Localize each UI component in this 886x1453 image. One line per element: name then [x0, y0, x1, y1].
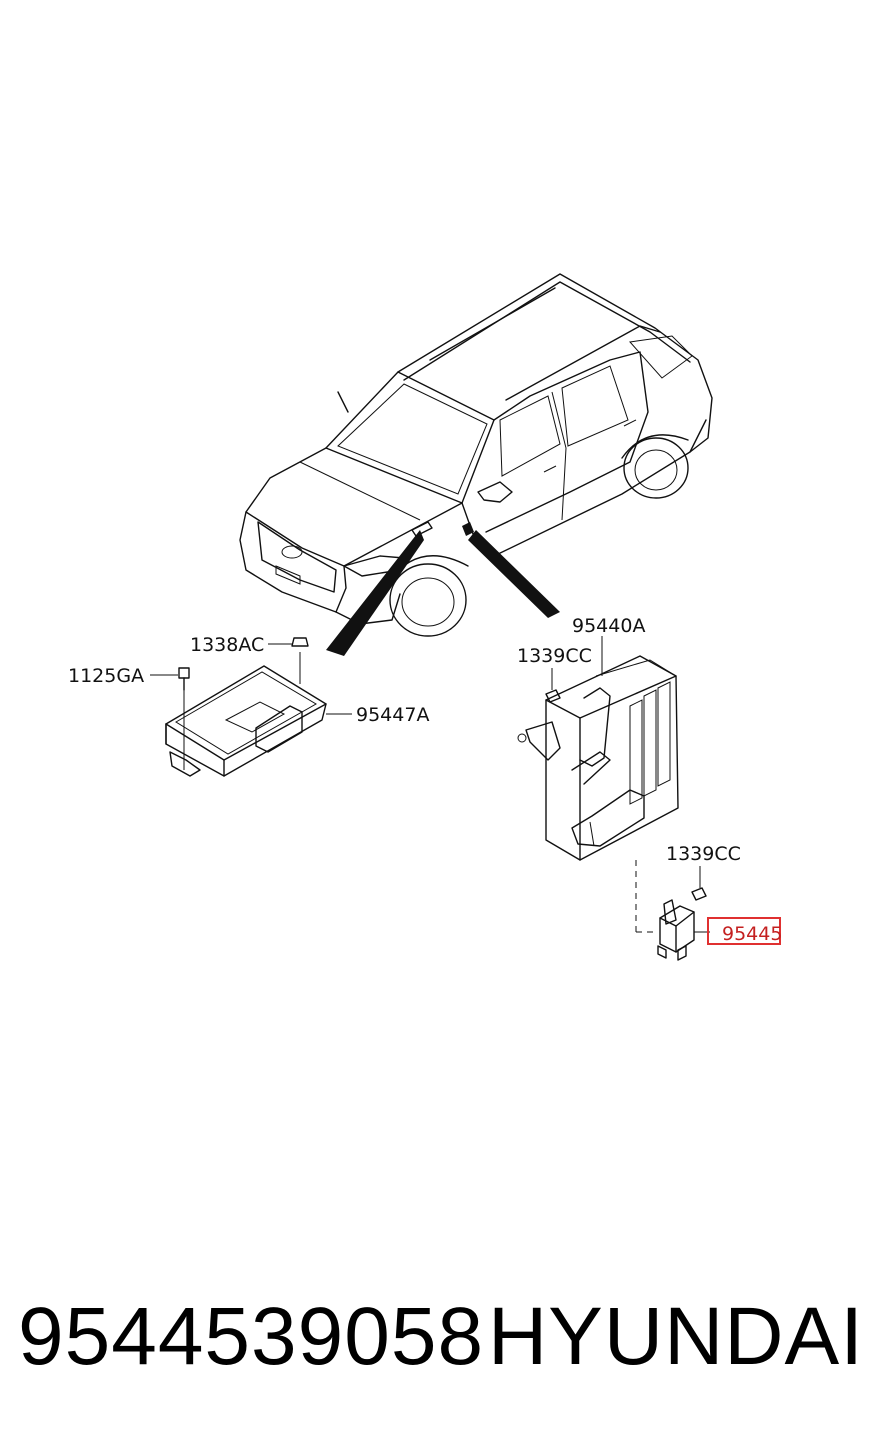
label-95447a: 95447A	[356, 704, 429, 726]
location-pointers	[326, 530, 560, 656]
left-module-95447a	[150, 637, 352, 777]
label-95440a: 95440A	[572, 615, 645, 637]
label-1339cc-lower: 1339CC	[666, 843, 741, 865]
footer: 9544539058 HYUNDAI	[0, 1290, 886, 1400]
brand-name: HYUNDAI	[487, 1291, 864, 1382]
vehicle-drawing	[239, 273, 713, 637]
part-number: 9544539058	[18, 1291, 485, 1382]
highlight-box	[707, 917, 781, 945]
parts-diagram: 1338AC 1125GA 95447A 95440A 1339CC 1339C…	[68, 273, 782, 961]
right-module-95440a	[517, 636, 679, 933]
sensor-95445	[657, 866, 710, 961]
label-1125ga: 1125GA	[68, 665, 144, 687]
label-1338ac: 1338AC	[190, 634, 264, 656]
label-95445-highlighted: 95445	[722, 923, 782, 945]
label-1339cc-upper: 1339CC	[517, 645, 592, 667]
